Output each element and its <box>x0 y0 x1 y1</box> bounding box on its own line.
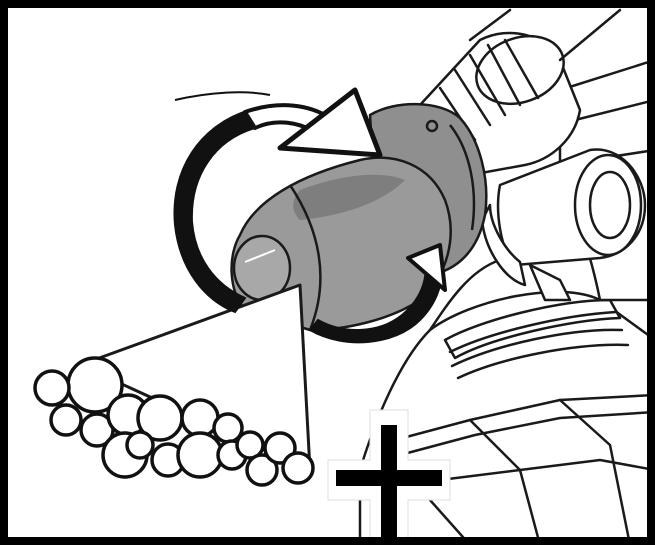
sprayer-head-edge <box>560 10 620 60</box>
plus-icon-horizontal-bar <box>336 470 442 486</box>
nozzle-indicator-dot <box>427 121 437 131</box>
foam-bubble <box>178 433 222 477</box>
foam-bubble <box>35 371 69 405</box>
foam-bubble <box>127 432 153 458</box>
rotation-arrow-trail <box>175 92 270 100</box>
foam-bubble <box>51 405 81 435</box>
foam-bubble <box>283 453 313 483</box>
